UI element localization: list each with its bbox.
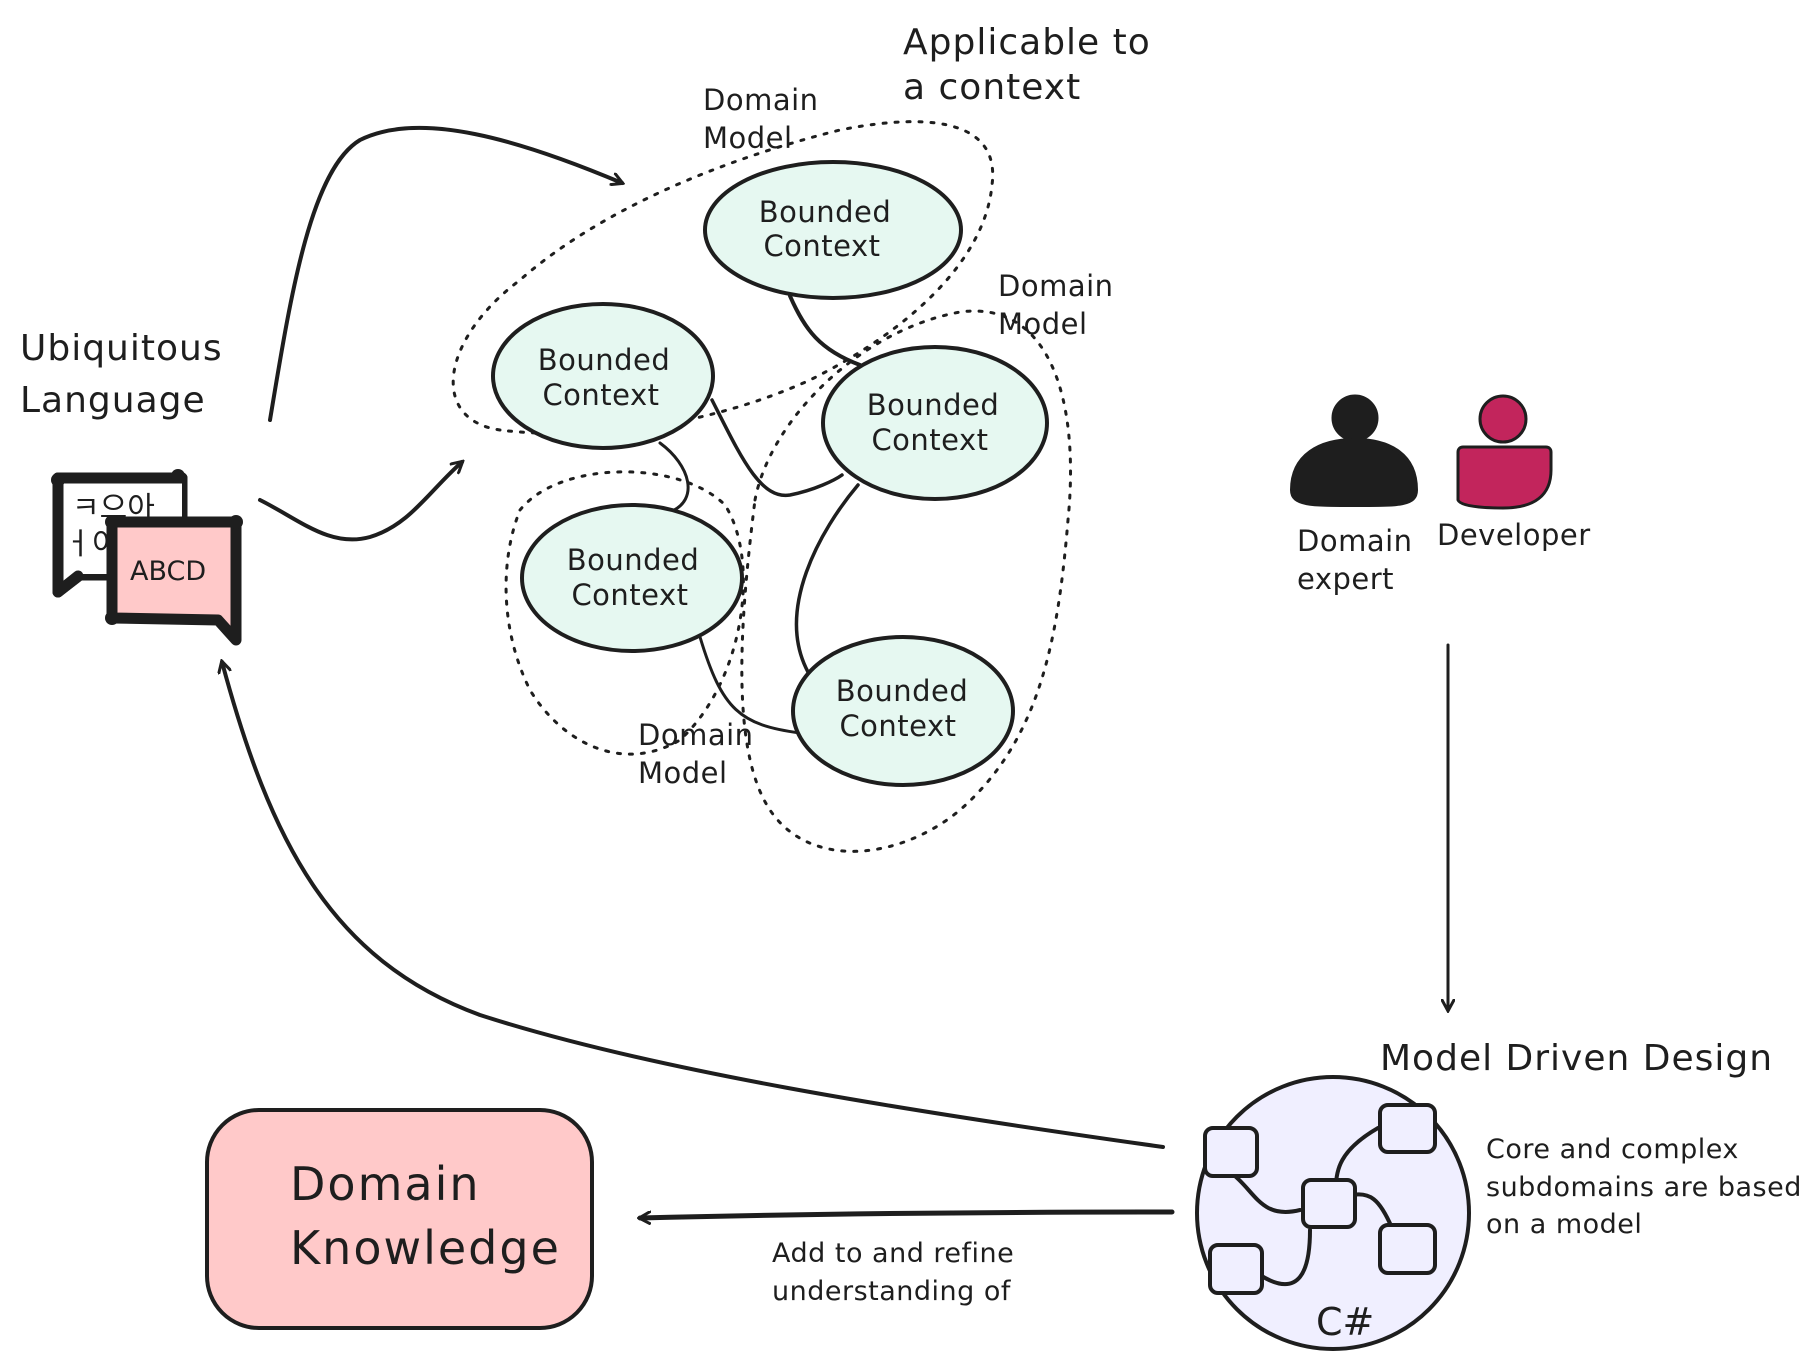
bounded-context-4-line2: Context [571, 578, 688, 612]
domain-knowledge-box: Domain Knowledge [205, 1108, 594, 1330]
language-icon-text: ABCD [130, 556, 206, 587]
core-line2: subdomains are based [1486, 1172, 1802, 1203]
add-refine-line2: understanding of [772, 1276, 1012, 1307]
bounded-context-4: Bounded Context [520, 503, 744, 653]
domain-model-top-boundary [451, 120, 995, 435]
ubiquitous-line1: Ubiquitous [20, 328, 223, 369]
connector-bottomleft-to-bottomright [698, 635, 802, 735]
model-driven-design-title: Model Driven Design [1380, 1038, 1773, 1079]
domain-expert-icon [1289, 394, 1419, 507]
connector-right-to-bottomright [794, 483, 860, 674]
bounded-context-5: Bounded Context [791, 635, 1015, 787]
core-line1: Core and complex [1486, 1134, 1739, 1165]
domain-model-right-boundary [740, 309, 1072, 853]
bounded-context-5-line2: Context [839, 709, 956, 743]
bounded-context-3-line1: Bounded [867, 388, 1000, 422]
bounded-context-2-line1: Bounded [538, 343, 671, 377]
bounded-context-2: Bounded Context [491, 302, 715, 450]
domain-model-top-line1: Domain [703, 83, 819, 117]
model-diagram-icon: C# [1195, 1075, 1471, 1351]
ubiquitous-line2: Language [20, 380, 206, 421]
arrow-model-to-language [222, 662, 1165, 1149]
domain-model-label-right: Domain Model [998, 269, 1114, 341]
bounded-context-1-line1: Bounded [759, 195, 892, 229]
arrow-language-to-contexts [258, 462, 462, 542]
bounded-context-4-line1: Bounded [567, 543, 700, 577]
bounded-context-2-line2: Context [542, 378, 659, 412]
developer-icon [1456, 394, 1553, 510]
connector-left-to-right [710, 398, 844, 497]
bounded-context-3: Bounded Context [821, 345, 1049, 501]
applicable-label: Applicable to a context [903, 22, 1151, 108]
domain-knowledge-line1: Domain [290, 1157, 481, 1211]
domain-knowledge-line2: Knowledge [290, 1221, 561, 1275]
bounded-context-1-line2: Context [763, 229, 880, 263]
developer-label: Developer [1437, 518, 1591, 552]
arrow-language-to-domain-model [268, 125, 622, 422]
domain-model-label-bottom: Domain Model [638, 718, 754, 790]
bounded-context-3-line2: Context [871, 423, 988, 457]
bounded-context-5-line1: Bounded [836, 674, 969, 708]
domain-model-bottom-line1: Domain [638, 718, 754, 752]
core-subdomains-label: Core and complex subdomains are based on… [1486, 1134, 1802, 1240]
context-connectors [658, 294, 862, 735]
language-icon: ㅋ으아 ㅓ이 ABCD [51, 469, 243, 646]
arrow-model-to-knowledge [640, 1209, 1175, 1218]
domain-model-groups [451, 120, 1072, 853]
connector-top-to-right [788, 294, 862, 367]
domain-model-right-line2: Model [998, 307, 1088, 341]
applicable-label-line1: Applicable to [903, 22, 1151, 63]
language-arrows [222, 125, 1165, 1149]
domain-model-label-top: Domain Model [703, 83, 819, 155]
domain-expert-line2: expert [1297, 562, 1394, 596]
domain-expert-line1: Domain [1297, 524, 1413, 558]
domain-expert-label: Domain expert [1297, 524, 1413, 596]
connector-left-to-bottomleft [658, 441, 690, 514]
domain-model-top-line2: Model [703, 121, 793, 155]
add-refine-line1: Add to and refine [772, 1238, 1014, 1269]
ubiquitous-language-label: Ubiquitous Language [20, 328, 223, 421]
domain-model-bottom-line2: Model [638, 756, 728, 790]
applicable-label-line2: a context [903, 67, 1081, 108]
core-line3: on a model [1486, 1209, 1642, 1240]
bounded-context-1: Bounded Context [703, 160, 963, 300]
code-language-label: C# [1316, 1300, 1374, 1344]
add-refine-label: Add to and refine understanding of [772, 1238, 1014, 1307]
domain-model-right-line1: Domain [998, 269, 1114, 303]
